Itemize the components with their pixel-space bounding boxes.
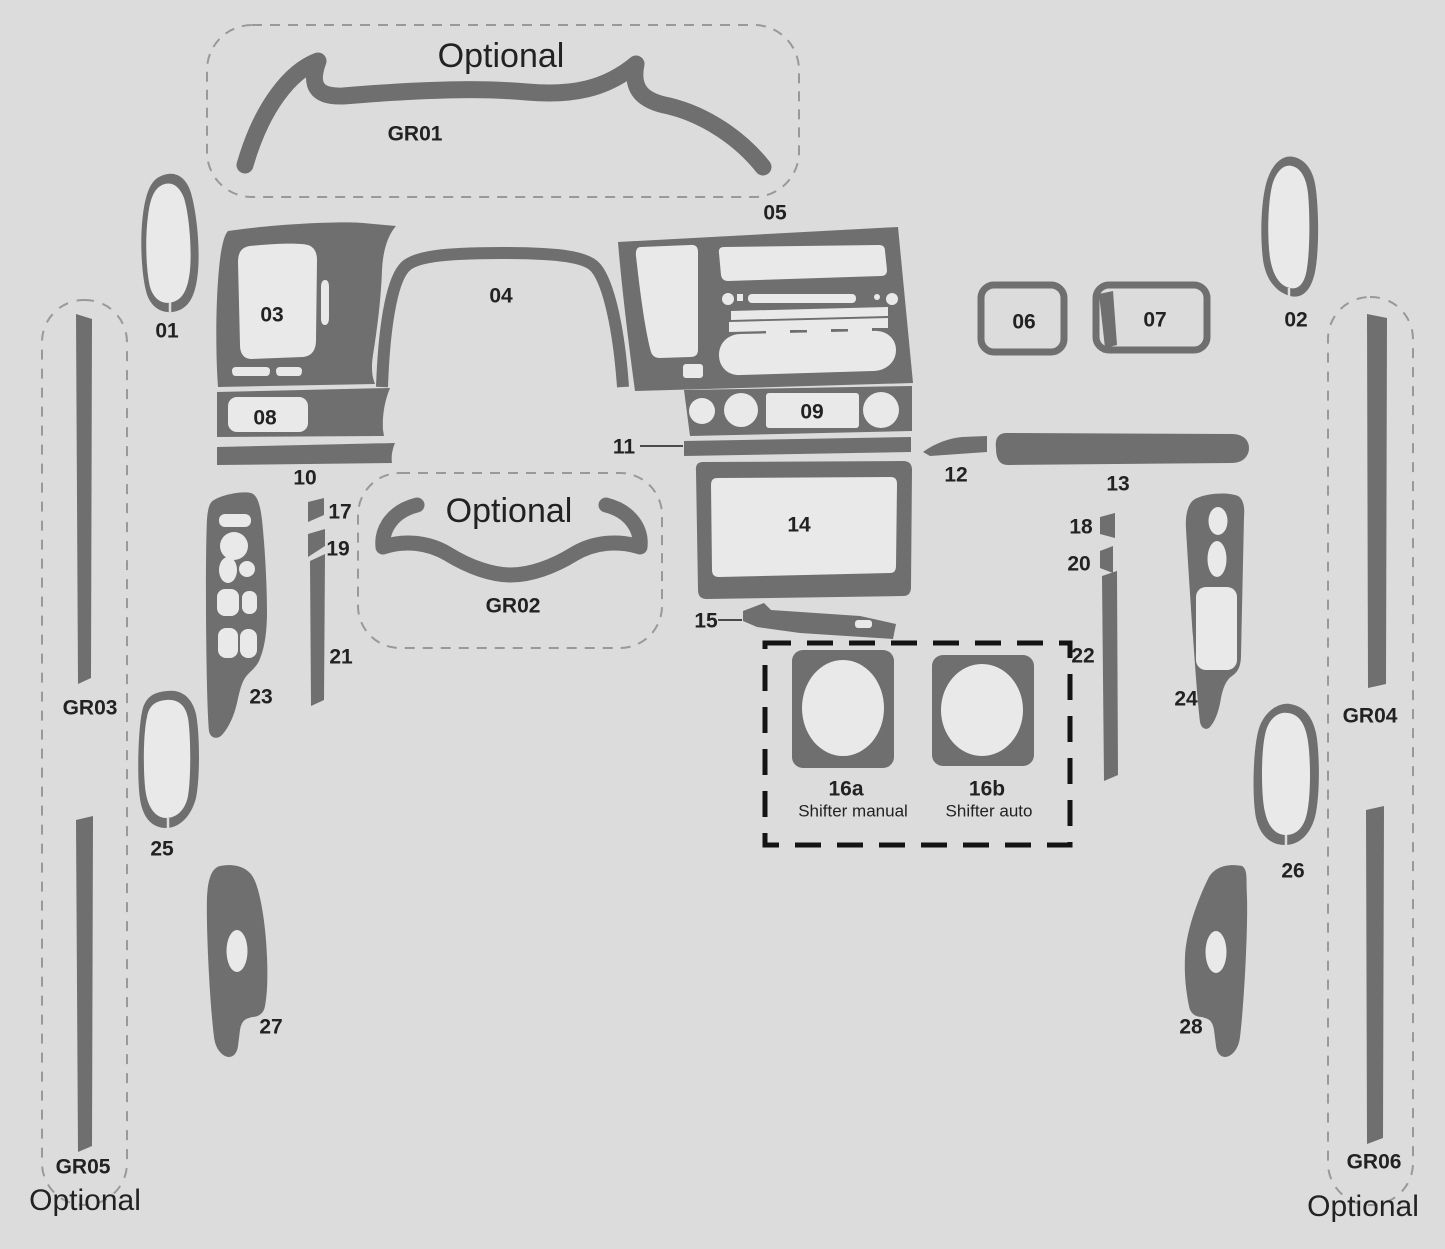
optional-box-right — [1327, 296, 1414, 1206]
part-28-shape — [1184, 865, 1248, 1057]
part-14-label: 14 — [787, 513, 811, 537]
part-24-label: 24 — [1174, 687, 1198, 711]
part-18-shape — [1100, 513, 1115, 538]
part-25-label: 25 — [150, 837, 174, 861]
part-27-label: 27 — [259, 1015, 283, 1039]
part-28-label: 28 — [1179, 1015, 1203, 1039]
part-10-shape — [217, 443, 395, 465]
part-10-label: 10 — [293, 466, 317, 490]
part-23-shape — [205, 492, 267, 738]
part-gr06-shape — [1366, 806, 1384, 1144]
part-06-label: 06 — [1012, 310, 1036, 334]
optional-label-gr02: Optional — [445, 492, 573, 530]
part-13-label: 13 — [1106, 472, 1130, 496]
part-22-label: 22 — [1071, 644, 1095, 668]
optional-box-left — [41, 299, 128, 1206]
part-04-label: 04 — [489, 284, 513, 308]
part-08-label: 08 — [253, 406, 277, 430]
part-14-shape — [695, 461, 912, 599]
part-12-label: 12 — [944, 463, 968, 487]
part-11-shape — [684, 437, 911, 456]
part-04-shape — [376, 246, 629, 388]
group-label-gr05: GR05 — [55, 1155, 111, 1179]
part-03-shape — [216, 222, 396, 387]
part-21-shape — [310, 554, 325, 706]
part-16a-label: 16a — [828, 777, 864, 801]
part-08-shape — [217, 388, 390, 437]
part-11-label: 11 — [612, 435, 636, 459]
part-gr01-shape — [236, 52, 772, 176]
part-06-shape — [977, 281, 1068, 356]
part-05-shape — [618, 227, 913, 391]
part-25-shape — [138, 690, 199, 828]
part-27-shape — [206, 865, 268, 1057]
part-19-label: 19 — [326, 537, 350, 561]
part-22-shape — [1102, 571, 1118, 781]
part-17-shape — [308, 498, 324, 522]
part-20-shape — [1100, 546, 1113, 573]
part-gr02-shape — [375, 497, 648, 583]
part-16b-shape — [932, 655, 1034, 766]
part-18-label: 18 — [1069, 515, 1093, 539]
group-label-gr02: GR02 — [485, 594, 541, 618]
part-09-label: 09 — [800, 400, 824, 424]
part-16b-label: 16b — [968, 777, 1006, 801]
part-13-shape — [995, 433, 1249, 465]
part-16a-shape — [792, 650, 894, 768]
part-gr05-shape — [76, 816, 93, 1152]
optional-label-gr01: Optional — [437, 37, 565, 75]
part-15-label: 15 — [694, 609, 718, 633]
part-07-shape — [1092, 281, 1211, 354]
part-05-label: 05 — [763, 201, 787, 225]
part-07-label: 07 — [1143, 308, 1167, 332]
part-15-shape — [743, 603, 896, 639]
part-02-label: 02 — [1284, 308, 1308, 332]
part-20-label: 20 — [1067, 552, 1091, 576]
part-24-shape — [1185, 493, 1245, 729]
group-label-gr01: GR01 — [387, 122, 443, 146]
group-label-gr04: GR04 — [1342, 704, 1398, 728]
optional-box-gr01 — [206, 24, 800, 198]
part-01-shape — [141, 173, 199, 313]
group-label-gr03: GR03 — [62, 696, 118, 720]
part-26-shape — [1253, 703, 1319, 845]
part-19-shape — [308, 529, 325, 557]
part-12-shape — [923, 436, 987, 456]
optional-label-bottom-left: Optional — [29, 1184, 141, 1217]
optional-label-bottom-right: Optional — [1307, 1190, 1419, 1223]
part-gr03-shape — [76, 314, 92, 684]
part-09-shape — [684, 386, 912, 436]
part-gr04-shape — [1367, 314, 1387, 688]
part-16b-caption: Shifter auto — [945, 801, 1033, 821]
part-21-label: 21 — [329, 645, 353, 669]
part-03-label: 03 — [260, 303, 284, 327]
part-26-label: 26 — [1281, 859, 1305, 883]
part-23-label: 23 — [249, 685, 273, 709]
optional-box-gr02 — [357, 472, 663, 649]
part-17-label: 17 — [328, 500, 352, 524]
part-16a-caption: Shifter manual — [798, 801, 908, 821]
part-01-label: 01 — [155, 319, 179, 343]
part-02-shape — [1261, 156, 1319, 298]
group-label-gr06: GR06 — [1346, 1150, 1402, 1174]
